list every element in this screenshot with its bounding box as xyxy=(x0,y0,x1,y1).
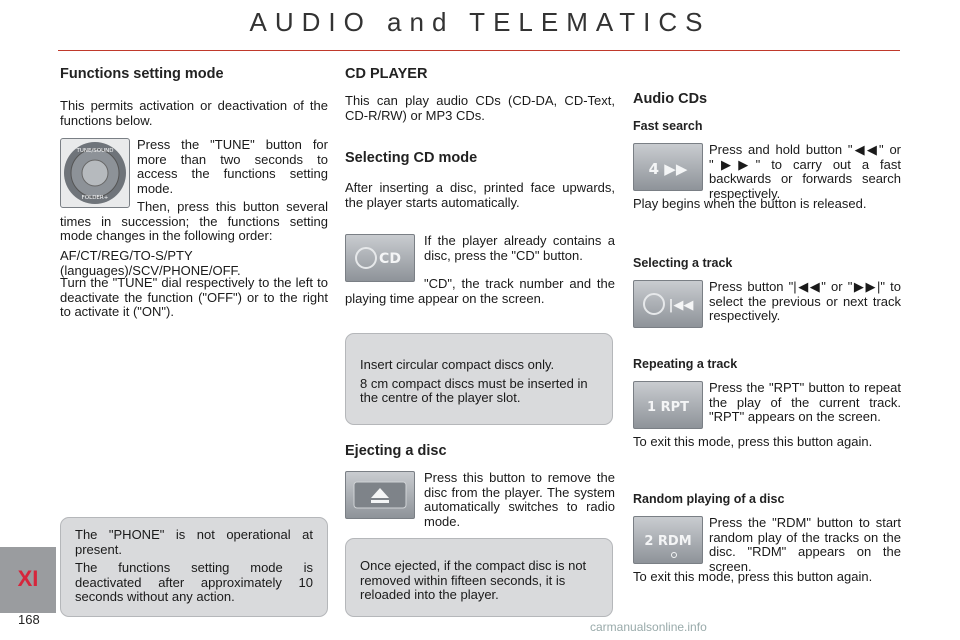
cd-button-image: CD xyxy=(345,234,415,282)
repeat-track-after: To exit this mode, press this button aga… xyxy=(633,434,873,449)
selecting-cd-heading: Selecting CD mode xyxy=(345,150,478,166)
svg-text:CD: CD xyxy=(379,251,401,267)
eject-button-image xyxy=(345,471,415,519)
disc-note-line2: 8 cm compact discs must be inserted in t… xyxy=(360,375,588,406)
rdm-button-image: 2 RDM xyxy=(633,516,703,564)
eject-icon xyxy=(353,481,407,509)
repeat-icon: 1 RPT xyxy=(647,400,689,415)
functions-intro: This permits activation or deactivation … xyxy=(60,98,328,128)
tune-knob-image: TUNE/SOUND FOLDER+ xyxy=(60,138,130,208)
eject-text: Press this button to remove the disc fro… xyxy=(424,470,615,529)
watermark: carmanualsonline.info xyxy=(590,620,707,634)
tune-knob-icon: TUNE/SOUND FOLDER+ xyxy=(64,142,126,204)
repeat-track-heading: Repeating a track xyxy=(633,357,738,371)
svg-text:TUNE/SOUND: TUNE/SOUND xyxy=(75,148,113,154)
page-number: 168 xyxy=(18,612,40,627)
fast-search-heading: Fast search xyxy=(633,119,703,133)
rpt-button-image: 1 RPT xyxy=(633,381,703,429)
random-play-text: Press the "RDM" button to start random p… xyxy=(709,515,901,574)
svg-text:2 RDM: 2 RDM xyxy=(644,534,691,549)
functions-heading: Functions setting mode xyxy=(60,66,224,82)
select-track-button-image: |◀◀ xyxy=(633,280,703,328)
functions-order: AF/CT/REG/TO-S/PTY (languages)/SCV/PHONE… xyxy=(60,248,241,278)
fast-search-text: Press and hold button "◀◀" or "▶▶" to ca… xyxy=(709,142,901,201)
functions-para1: Press the "TUNE" button for more than tw… xyxy=(137,137,328,196)
select-track-heading: Selecting a track xyxy=(633,256,733,270)
cd-button-icon: CD xyxy=(355,247,401,269)
functions-para3: Turn the "TUNE" dial respectively to the… xyxy=(60,275,328,320)
svg-text:|◀◀: |◀◀ xyxy=(669,298,694,313)
svg-text:1 RPT: 1 RPT xyxy=(647,400,689,415)
repeat-track-text: Press the "RPT" button to repeat the pla… xyxy=(709,380,901,425)
eject-heading: Ejecting a disc xyxy=(345,443,447,459)
eject-note-box: Once ejected, if the compact disc is not… xyxy=(345,538,613,617)
cd-para2: "CD", the track number and the playing t… xyxy=(345,276,615,306)
fast-search-after: Play begins when the button is released. xyxy=(633,196,867,211)
fast-search-button-image: 4 ▶▶ xyxy=(633,143,703,191)
cd-player-intro: This can play audio CDs (CD-DA, CD-Text,… xyxy=(345,93,615,123)
phone-note-line1: The "PHONE" is not operational at presen… xyxy=(75,527,313,557)
cd-player-heading: CD PLAYER xyxy=(345,66,428,82)
selecting-cd-text: After inserting a disc, printed face upw… xyxy=(345,180,615,210)
phone-note-box: The "PHONE" is not operational at presen… xyxy=(60,517,328,617)
svg-text:4 ▶▶: 4 ▶▶ xyxy=(649,160,688,178)
title-divider xyxy=(58,50,900,51)
previous-track-icon: |◀◀ xyxy=(643,293,694,315)
disc-note-line1: Insert circular compact discs only. xyxy=(360,357,555,372)
disc-note-box: Insert circular compact discs only. 8 cm… xyxy=(345,333,613,425)
page-title: AUDIO and TELEMATICS xyxy=(249,7,711,37)
audio-cds-heading: Audio CDs xyxy=(633,91,708,107)
functions-para2: Then, press this button several times in… xyxy=(60,199,328,244)
fast-forward-icon: 4 ▶▶ xyxy=(649,160,688,178)
cd-para1: If the player already contains a disc, p… xyxy=(424,233,615,263)
eject-note-text: Once ejected, if the compact disc is not… xyxy=(360,558,587,603)
random-icon: 2 RDM xyxy=(644,534,692,558)
svg-text:FOLDER+: FOLDER+ xyxy=(82,195,109,201)
random-play-after: To exit this mode, press this button aga… xyxy=(633,569,873,584)
random-play-heading: Random playing of a disc xyxy=(633,492,785,506)
select-track-text: Press button "|◀◀" or "▶▶|" to select th… xyxy=(709,279,901,324)
phone-note-line2: The functions setting mode is deactivate… xyxy=(75,560,313,605)
chapter-tab: XI xyxy=(0,547,56,613)
